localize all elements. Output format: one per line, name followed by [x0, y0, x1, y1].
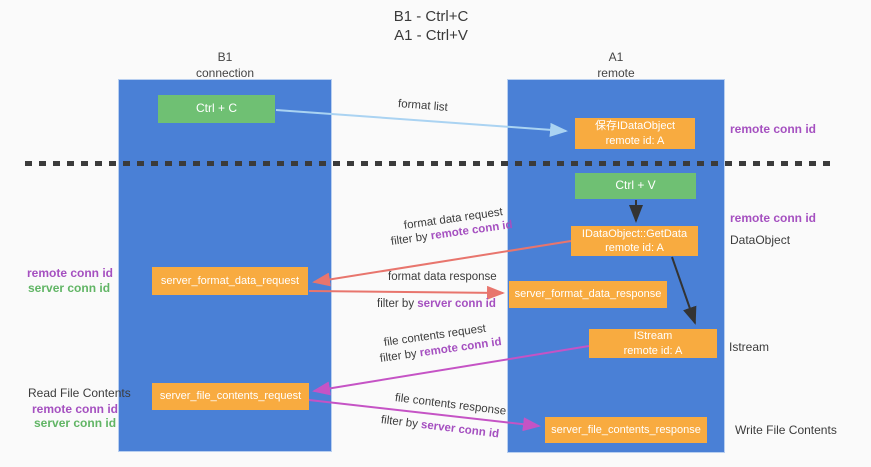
left-remote-conn-id: remote conn id: [27, 266, 114, 280]
diagram-title: B1 - Ctrl+C A1 - Ctrl+V: [0, 7, 862, 45]
server-format-data-request-box: server_format_data_request: [152, 267, 308, 295]
istream-line1: IStream: [633, 330, 673, 343]
server-file-contents-response-label: server_file_contents_response: [551, 423, 701, 436]
file-contents-response-label: file contents response: [394, 392, 507, 418]
server-format-data-request-label: server_format_data_request: [160, 274, 300, 287]
left-server-conn-id: server conn id: [28, 281, 111, 295]
ctrl-c-box: Ctrl + C: [158, 95, 275, 123]
arrow-format-data-response: [308, 285, 505, 300]
lifeline-b1-role: connection: [195, 65, 255, 80]
istream-line2: remote id: A: [623, 344, 683, 357]
format-list-label: format list: [397, 98, 449, 114]
left-remote-conn-id-2: remote conn id: [32, 402, 119, 416]
title-line-1: B1 - Ctrl+C: [393, 8, 469, 25]
phase-separator-dashed-line: [25, 161, 832, 166]
right-remote-conn-id-top: remote conn id: [730, 122, 817, 136]
server-file-contents-request-label: server_file_contents_request: [159, 390, 302, 403]
filter-by-text: filter by: [380, 414, 419, 431]
filter-by-server-conn-id-2: filter by server conn id: [380, 414, 499, 440]
server-format-data-response-box: server_format_data_response: [509, 281, 667, 308]
filter-by-server-conn-id-1: filter by server conn id: [377, 298, 496, 310]
server-file-contents-response-box: server_file_contents_response: [545, 417, 707, 443]
server-conn-id-text: server conn id: [420, 418, 500, 441]
save-dataobject-line2: remote id: A: [605, 134, 665, 147]
getdata-line1: IDataObject::GetData: [581, 227, 688, 240]
title-line-2: A1 - Ctrl+V: [394, 27, 468, 45]
save-dataobject-line1: 保存IDataObject: [594, 120, 676, 133]
idataobject-getdata-box: IDataObject::GetData remote id: A: [571, 226, 698, 256]
right-write-file-contents-label: Write File Contents: [735, 423, 837, 437]
filter-by-text: filter by: [377, 298, 415, 310]
filter-by-text: filter by: [390, 230, 429, 248]
ctrl-v-box: Ctrl + V: [575, 173, 696, 199]
save-dataobject-box: 保存IDataObject remote id: A: [575, 118, 695, 149]
right-remote-conn-id-mid: remote conn id: [730, 211, 817, 225]
lifeline-header-a1: A1 remote: [546, 50, 686, 81]
getdata-line2: remote id: A: [605, 242, 664, 254]
right-dataobject-label: DataObject: [730, 233, 791, 247]
filter-by-text: filter by: [379, 347, 418, 365]
right-istream-label: Istream: [729, 340, 770, 354]
format-data-response-label: format data response: [388, 271, 497, 283]
istream-box: IStream remote id: A: [589, 329, 717, 358]
lifeline-a1-role: remote: [597, 65, 635, 80]
lifeline-a1-name: A1: [608, 50, 624, 64]
ctrl-v-label: Ctrl + V: [615, 178, 656, 193]
server-conn-id-text: server conn id: [417, 298, 496, 310]
lifeline-header-b1: B1 connection: [155, 50, 295, 81]
server-file-contents-request-box: server_file_contents_request: [152, 383, 309, 410]
server-format-data-response-label: server_format_data_response: [514, 288, 662, 301]
lifeline-b1-name: B1: [217, 50, 233, 64]
left-server-conn-id-2: server conn id: [34, 416, 117, 430]
ctrl-c-label: Ctrl + C: [195, 101, 237, 116]
left-read-file-contents-label: Read File Contents: [28, 386, 131, 400]
